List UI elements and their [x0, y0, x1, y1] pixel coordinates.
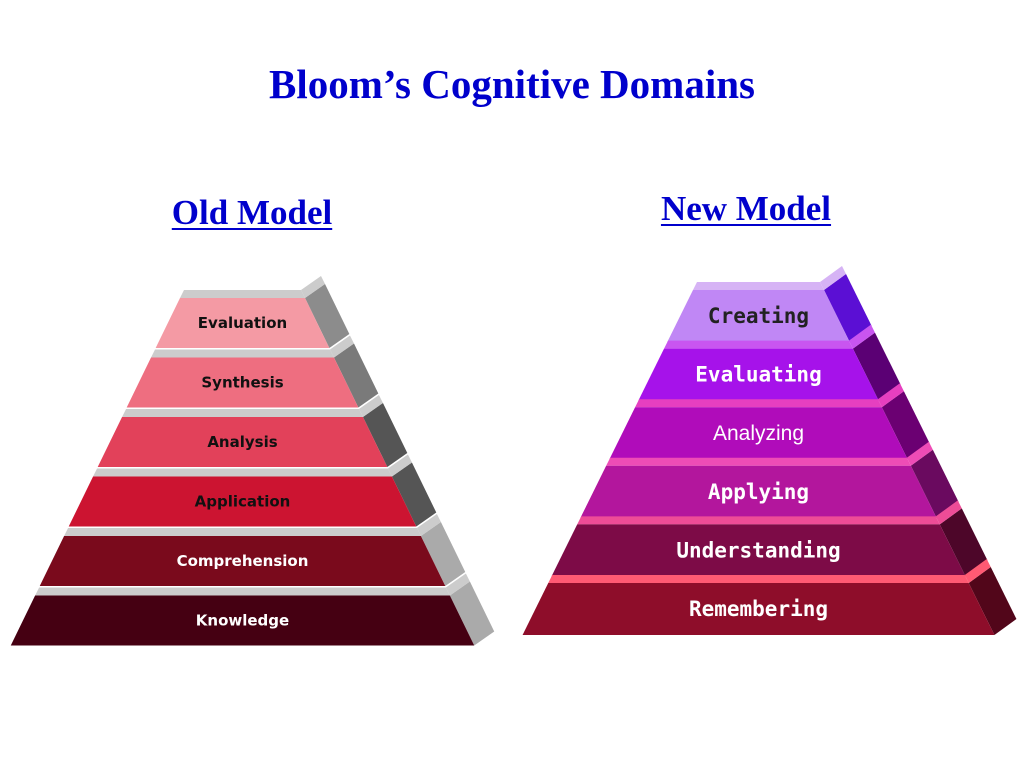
old-level-evaluation: Evaluation [155, 276, 350, 348]
old-level-synthesis: Synthesis [126, 335, 379, 408]
new-level-applying: Applying [580, 441, 959, 518]
new-level-front-understanding [551, 524, 966, 577]
old-level-cap-evaluation [301, 276, 325, 298]
old-level-label: Comprehension [177, 552, 309, 570]
old-level-label: Analysis [207, 433, 277, 451]
old-level-side-comprehension [420, 522, 466, 586]
new-level-top-remembering [548, 575, 969, 583]
new-level-label: Evaluating [695, 363, 821, 387]
new-level-analyzing: Analyzing [609, 383, 930, 460]
old-level-cap-application [387, 454, 412, 477]
new-level-top-applying [606, 457, 911, 466]
old-level-top-analysis [122, 409, 363, 417]
old-level-top-evaluation [180, 290, 305, 298]
old-level-top-knowledge [35, 587, 450, 596]
new-level-front-remembering [522, 583, 995, 635]
old-level-side-evaluation [305, 284, 350, 348]
old-level-application: Application [68, 454, 437, 527]
new-level-cap-analyzing [877, 383, 904, 408]
old-level-top-synthesis [151, 349, 334, 358]
new-level-cap-remembering [964, 559, 991, 583]
new-model-heading: New Model [660, 189, 832, 228]
new-level-front-analyzing [609, 407, 908, 460]
new-level-top-understanding [577, 516, 940, 525]
new-level-side-creating [824, 274, 872, 342]
new-level-label: Applying [708, 480, 809, 504]
new-level-top-evaluating [664, 340, 853, 349]
new-level-top-analyzing [635, 399, 882, 408]
old-level-top-application [93, 468, 392, 477]
old-level-cap-comprehension [416, 514, 441, 536]
new-level-label: Analyzing [713, 422, 804, 445]
old-level-front-analysis [97, 417, 388, 467]
old-level-side-knowledge [449, 581, 495, 646]
old-level-comprehension: Comprehension [39, 514, 466, 586]
new-level-label: Remembering [689, 597, 828, 621]
new-level-front-evaluating [638, 348, 879, 401]
new-level-cap-creating [820, 266, 846, 290]
old-level-side-application [391, 462, 437, 527]
old-level-cap-synthesis [329, 335, 354, 358]
old-level-front-synthesis [126, 357, 359, 408]
old-level-label: Application [195, 493, 291, 511]
new-level-cap-applying [906, 441, 933, 466]
new-level-evaluating: Evaluating [638, 324, 901, 401]
old-level-knowledge: Knowledge [10, 573, 495, 646]
new-level-side-analyzing [881, 391, 930, 460]
new-level-front-creating [667, 290, 850, 342]
old-level-cap-knowledge [445, 573, 470, 596]
old-level-cap-analysis [358, 395, 383, 417]
new-level-top-creating [693, 282, 824, 290]
old-level-front-application [68, 476, 417, 527]
old-level-front-knowledge [10, 595, 475, 646]
old-level-analysis: Analysis [97, 395, 408, 467]
old-level-side-synthesis [333, 343, 379, 408]
new-level-creating: Creating [667, 266, 872, 342]
old-level-front-evaluation [155, 298, 330, 348]
new-level-front-applying [580, 465, 937, 518]
old-level-label: Evaluation [198, 314, 287, 332]
old-level-top-comprehension [64, 528, 421, 536]
new-level-side-evaluating [852, 332, 901, 401]
new-level-label: Creating [708, 304, 809, 328]
new-level-label: Understanding [676, 538, 840, 562]
old-level-side-analysis [362, 403, 408, 467]
new-level-remembering: Remembering [522, 559, 1017, 635]
old-level-label: Knowledge [196, 612, 289, 630]
new-level-cap-understanding [935, 500, 962, 525]
new-level-side-applying [910, 449, 959, 518]
new-level-side-remembering [968, 567, 1017, 635]
new-level-cap-evaluating [848, 324, 875, 349]
old-model-heading: Old Model [171, 193, 333, 232]
old-level-front-comprehension [39, 536, 446, 586]
new-level-side-understanding [939, 508, 988, 577]
new-level-understanding: Understanding [551, 500, 988, 577]
slide-title: Bloom’s Cognitive Domains [269, 61, 755, 107]
old-level-label: Synthesis [201, 374, 283, 392]
